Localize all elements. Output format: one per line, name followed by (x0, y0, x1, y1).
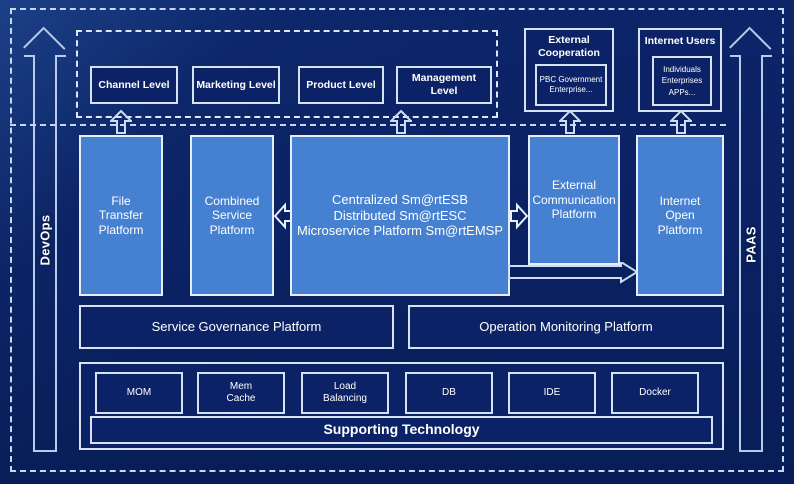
platform-esb-suite[interactable]: Centralized Sm@rtESB Distributed Sm@rtES… (290, 135, 510, 296)
platform-file-transfer[interactable]: File Transfer Platform (79, 135, 163, 296)
support-box-mom-line-1: MOM (126, 386, 152, 398)
devops-cap-left (24, 55, 35, 57)
platform-esb-line-2: Distributed Sm@rtESC (333, 207, 467, 223)
level-box-product[interactable]: Product Level (298, 66, 384, 104)
platform-combined-service-line-1: Combined (204, 193, 260, 208)
support-box-load-balancing[interactable]: Load Balancing (301, 372, 389, 414)
up-arrow-internet-open (670, 110, 692, 134)
level-label-management: Management Level (411, 72, 477, 97)
supporting-technology-bar[interactable]: Supporting Technology (90, 416, 713, 444)
paas-cap-left (730, 55, 741, 57)
level-box-channel[interactable]: Channel Level (90, 66, 178, 104)
external-cooperation-items: PBC Government Enterprise... (539, 74, 603, 94)
platform-combined-service-line-3: Platform (209, 222, 255, 237)
platform-combined-service[interactable]: Combined Service Platform (190, 135, 274, 296)
platform-external-communication-line-1: External (551, 178, 597, 193)
platform-external-communication-line-3: Platform (551, 207, 597, 222)
bar-service-governance-label: Service Governance Platform (151, 319, 322, 335)
devops-arrowhead-left (23, 26, 45, 49)
layer-separator-dashed (10, 124, 726, 126)
platform-file-transfer-line-1: File (111, 193, 131, 208)
platform-internet-open-line-2: Open (665, 208, 695, 223)
arrow-esb-to-external-communication (510, 202, 528, 230)
level-label-marketing: Marketing Level (196, 78, 276, 91)
diagram-outer-frame (10, 8, 784, 472)
up-arrow-esb-to-levels (390, 110, 412, 134)
platform-internet-open[interactable]: Internet Open Platform (636, 135, 724, 296)
external-cooperation-group[interactable]: External Cooperation PBC Government Ente… (524, 28, 614, 112)
external-cooperation-title: External Cooperation (538, 34, 600, 60)
support-box-mom[interactable]: MOM (95, 372, 183, 414)
bar-operation-monitoring[interactable]: Operation Monitoring Platform (408, 305, 724, 349)
internet-users-items-box: Individuals Enterprises APPs... (652, 56, 712, 106)
support-box-db[interactable]: DB (405, 372, 493, 414)
support-box-mem-cache[interactable]: Mem Cache (197, 372, 285, 414)
support-box-mem-cache-line-2: Cache (226, 393, 256, 404)
platform-internet-open-line-3: Platform (657, 222, 703, 237)
support-box-ide[interactable]: IDE (508, 372, 596, 414)
platform-file-transfer-line-3: Platform (98, 222, 144, 237)
external-cooperation-items-box: PBC Government Enterprise... (535, 64, 607, 106)
platform-external-communication-line-2: Communication (532, 192, 616, 207)
level-box-management[interactable]: Management Level (396, 66, 492, 104)
internet-users-group[interactable]: Internet Users Individuals Enterprises A… (638, 28, 722, 112)
paas-arrow-shaft (739, 56, 763, 452)
paas-arrowhead-left (729, 26, 751, 49)
level-label-channel: Channel Level (98, 78, 170, 91)
paas-arrow: PAAS (729, 22, 772, 452)
platform-esb-line-1: Centralized Sm@rtESB (331, 191, 469, 207)
supporting-technology-label: Supporting Technology (323, 421, 480, 438)
internet-users-title: Internet Users (644, 35, 716, 47)
arrow-esb-to-combined-service (274, 202, 292, 230)
bar-service-governance[interactable]: Service Governance Platform (79, 305, 394, 349)
support-box-load-balancing-line-2: Balancing (323, 393, 367, 404)
support-box-db-line-1: DB (442, 386, 456, 398)
platform-internet-open-line-1: Internet (659, 193, 701, 208)
consumer-levels-group (76, 30, 498, 118)
support-box-load-balancing-line-1: Load (333, 380, 357, 392)
bar-operation-monitoring-label: Operation Monitoring Platform (479, 319, 653, 335)
paas-cap-right (761, 55, 772, 57)
platform-combined-service-line-2: Service (211, 208, 252, 223)
devops-arrowhead-right (43, 28, 66, 50)
devops-arrow-shaft (33, 56, 57, 452)
support-box-docker-line-1: Docker (639, 386, 671, 398)
up-arrow-external-communication (559, 110, 581, 134)
platform-esb-line-3: Microservice Platform Sm@rtEMSP (296, 223, 504, 239)
internet-users-items: Individuals Enterprises APPs... (661, 64, 703, 97)
support-box-mem-cache-line-1: Mem (229, 380, 253, 392)
platform-file-transfer-line-2: Transfer (98, 208, 144, 223)
support-box-docker[interactable]: Docker (611, 372, 699, 414)
level-box-marketing[interactable]: Marketing Level (192, 66, 280, 104)
paas-arrowhead-right (749, 28, 772, 50)
devops-arrow: DevOps (23, 22, 66, 452)
support-box-ide-line-1: IDE (543, 386, 561, 398)
level-label-product: Product Level (306, 78, 376, 91)
up-arrow-file-transfer (110, 110, 132, 134)
arrow-esb-to-internet-open (508, 262, 638, 286)
platform-external-communication[interactable]: External Communication Platform (528, 135, 620, 265)
devops-cap-right (55, 55, 66, 57)
